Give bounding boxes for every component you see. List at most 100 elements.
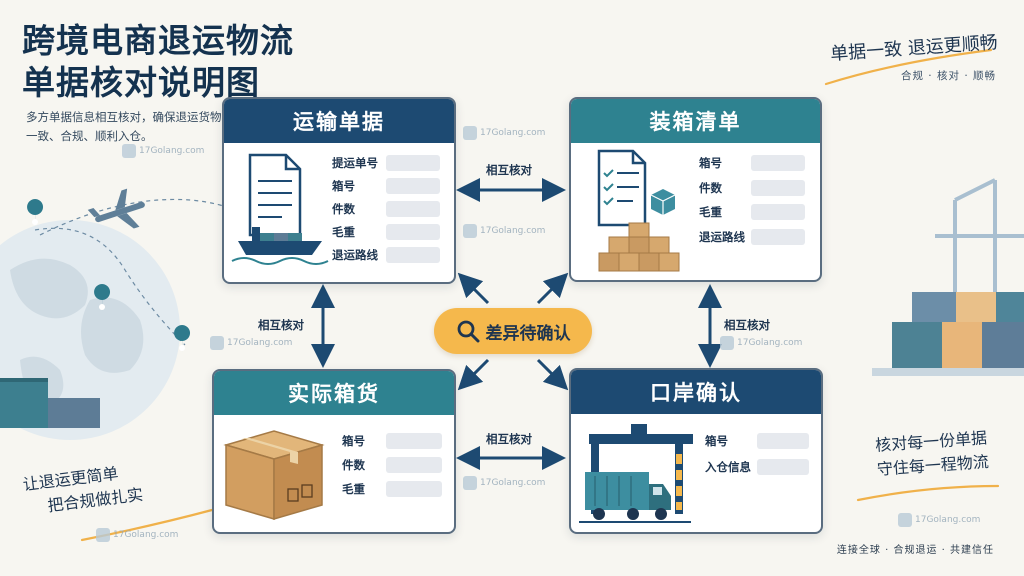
field-value-box (751, 179, 805, 196)
card-actual-goods: 实际箱货 箱号 件数 毛重 (212, 369, 456, 534)
edge-label-packing-port: 相互核对 (724, 318, 770, 332)
field-value-box (386, 200, 440, 217)
field-list: 箱号 件数 毛重 (342, 429, 442, 501)
watermark-text: 17Golang.com (227, 338, 293, 348)
arrow-center-port (536, 358, 569, 391)
arrow-center-packing (536, 272, 569, 305)
field-value-box (386, 223, 440, 240)
field-label: 退运路线 (332, 247, 378, 262)
field-list: 箱号 入仓信息 (705, 428, 809, 480)
location-pin-icon (27, 199, 191, 353)
field-value-box (386, 481, 442, 497)
cube-icon (650, 189, 676, 215)
field-value-box (751, 204, 805, 221)
field-label: 提运单号 (332, 155, 378, 170)
field-value-box (386, 177, 440, 194)
center-badge-discrepancy: 差异待确认 (434, 308, 592, 354)
page-title-line-1: 跨境电商退运物流 (22, 21, 294, 60)
field-label: 箱号 (342, 434, 365, 448)
field-row: 入仓信息 (705, 454, 809, 480)
document-icon (248, 153, 302, 237)
watermark: 17Golang.com (463, 126, 545, 140)
cargo-ship-icon (231, 227, 329, 265)
edge-label-transport-goods: 相互核对 (258, 318, 304, 332)
edge-label-transport-packing: 相互核对 (486, 163, 532, 177)
field-row: 毛重 (699, 200, 805, 225)
field-row: 退运路线 (332, 243, 440, 266)
field-row: 件数 (342, 453, 442, 477)
watermark-text: 17Golang.com (737, 338, 803, 348)
watermark-logo-icon (898, 513, 912, 527)
slogan-bottom-right-sub: 连接全球 · 合规退运 · 共建信任 (836, 545, 994, 556)
watermark-logo-icon (463, 476, 477, 490)
truck-icon (579, 472, 691, 523)
cardboard-box-icon (223, 430, 325, 520)
card-transport-documents: 运输单据 提运单号 箱号 件数 毛重 (222, 97, 456, 284)
watermark: 17Golang.com (720, 336, 802, 350)
center-badge-label: 差异待确认 (485, 323, 571, 344)
container-stack-right (872, 292, 1024, 376)
document-ship-illustration (231, 153, 329, 265)
field-label: 入仓信息 (705, 460, 751, 474)
container-stack-left (0, 378, 100, 428)
card-port-confirmation: 口岸确认 (569, 368, 823, 534)
watermark-text: 17Golang.com (480, 478, 546, 488)
watermark: 17Golang.com (210, 336, 292, 350)
watermark: 17Golang.com (463, 224, 545, 238)
field-label: 退运路线 (699, 229, 745, 244)
field-label: 毛重 (699, 205, 722, 220)
field-row: 箱号 (699, 151, 805, 176)
magnifier-icon (457, 320, 479, 343)
field-value-box (757, 433, 809, 449)
field-row: 毛重 (342, 477, 442, 501)
field-value-box (751, 228, 805, 245)
watermark-logo-icon (122, 144, 136, 158)
field-row: 退运路线 (699, 225, 805, 250)
watermark: 17Golang.com (898, 513, 980, 527)
watermark-text: 17Golang.com (139, 146, 205, 156)
field-list: 提运单号 箱号 件数 毛重 退运路线 (332, 151, 440, 266)
field-row: 箱号 (705, 428, 809, 454)
watermark: 17Golang.com (122, 144, 204, 158)
checklist-boxes-illustration (597, 149, 680, 272)
watermark-logo-icon (463, 126, 477, 140)
field-row: 毛重 (332, 220, 440, 243)
field-row: 箱号 (332, 174, 440, 197)
page-title-line-2: 单据核对说明图 (22, 63, 260, 102)
airplane-icon (87, 188, 145, 229)
cardboard-boxes-icon (598, 222, 680, 272)
watermark-logo-icon (463, 224, 477, 238)
arrow-center-goods (457, 358, 490, 391)
page-subtitle: 多方单据信息相互核对，确保退运货物一致、合规、顺利入仓。 (26, 110, 222, 143)
field-row: 箱号 (342, 429, 442, 453)
field-value-box (751, 155, 805, 172)
field-label: 箱号 (699, 156, 722, 171)
slogan-bottom-right: 核对每一份单据 守住每一程物流 (874, 426, 990, 482)
field-row: 提运单号 (332, 151, 440, 174)
field-value-box (386, 154, 440, 171)
card-title: 实际箱货 (214, 371, 454, 415)
page-title: 跨境电商退运物流 单据核对说明图 (22, 20, 294, 104)
field-label: 毛重 (342, 482, 365, 496)
field-value-box (386, 457, 442, 473)
field-value-box (386, 246, 440, 263)
watermark-logo-icon (96, 528, 110, 542)
watermark-logo-icon (720, 336, 734, 350)
slogan-top-right-sub: 合规 · 核对 · 顺畅 (900, 70, 996, 82)
arrow-center-transport (457, 272, 490, 305)
watermark-text: 17Golang.com (915, 515, 981, 525)
field-value-box (386, 433, 442, 449)
field-label: 毛重 (332, 224, 355, 239)
watermark-logo-icon (210, 336, 224, 350)
watermark-text: 17Golang.com (480, 128, 546, 138)
watermark: 17Golang.com (96, 528, 178, 542)
card-packing-list: 装箱清单 (569, 97, 822, 282)
field-label: 箱号 (332, 178, 355, 193)
checklist-icon (597, 149, 647, 227)
field-list: 箱号 件数 毛重 退运路线 (699, 151, 805, 249)
field-row: 件数 (332, 197, 440, 220)
field-row: 件数 (699, 176, 805, 201)
field-label: 件数 (332, 201, 355, 216)
card-title: 运输单据 (224, 99, 454, 143)
